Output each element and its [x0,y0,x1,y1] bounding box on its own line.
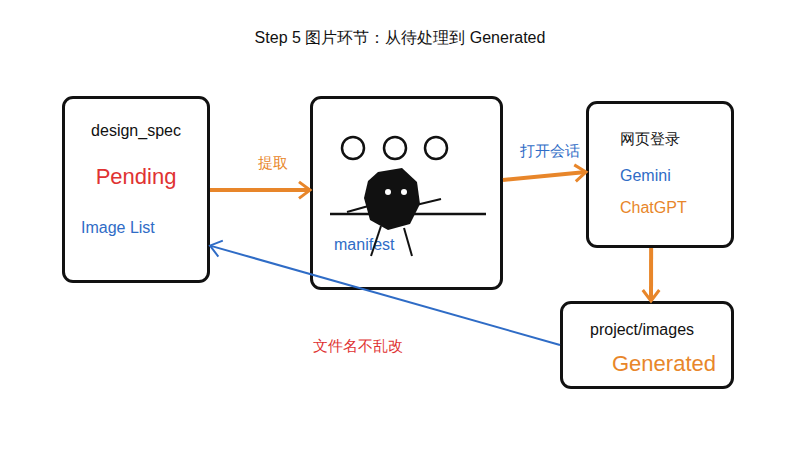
dot-circle [384,137,406,159]
arm-line [416,199,441,205]
arrow-head [574,165,586,181]
connector-arrow [210,246,560,345]
edge-label: 提取 [258,154,288,173]
process-box: manifest [310,96,503,290]
arm-line [347,205,372,212]
box-heading: project/images [590,320,732,339]
arrow-head [643,290,660,301]
process-box: 网页登录 GeminiChatGPT [586,101,734,248]
edge-label: 打开会话 [520,142,580,161]
mascot-body [364,168,420,230]
mascot-eye [385,189,391,195]
process-box: project/imagesGenerated [560,301,734,389]
connector-arrow [210,188,310,192]
leg-line [404,228,412,256]
box-text: Pending [62,164,210,190]
arrow-head [210,241,223,257]
box-text: Generated [612,351,732,377]
process-box: design_specPendingImage List [62,96,210,283]
box-heading: 网页登录 [620,130,730,148]
box-text: Image List [81,218,207,237]
arrow-head [299,182,310,199]
box-heading: design_spec [62,121,210,140]
dot-circle [342,137,364,159]
desk-line [330,213,486,216]
diagram-title: Step 5 图片环节：从待处理到 Generated [0,28,800,49]
dot-circle [425,137,447,159]
box-text: ChatGPT [620,198,730,217]
box-heading: manifest [334,235,494,254]
connector-arrow [503,172,586,180]
mascot-eye [401,189,407,195]
connector-arrow [649,248,653,301]
edge-label: 文件名不乱改 [313,337,403,356]
leg-line [371,226,381,256]
box-text: Gemini [620,166,730,185]
